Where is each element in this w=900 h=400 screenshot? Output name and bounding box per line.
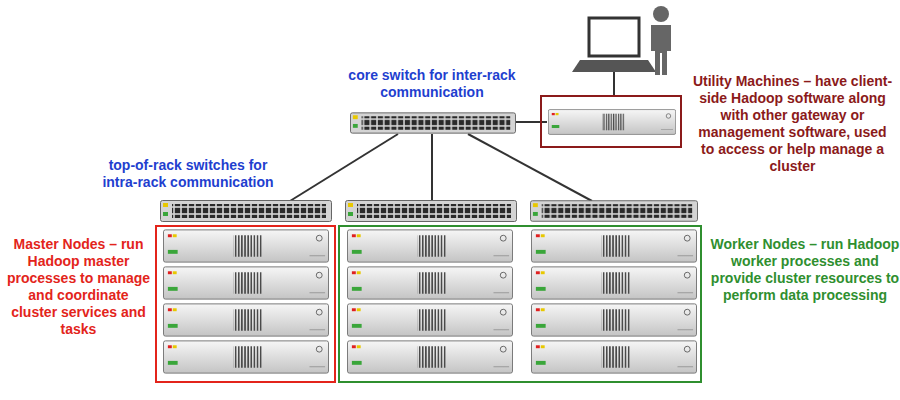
illustration-part [431,134,433,201]
rack-switch [161,201,332,222]
server-unit [347,230,512,262]
illustration-part [651,25,671,75]
server-unit [347,267,512,299]
node-heading: Master Nodes – run Hadoop master process… [5,236,152,338]
server-unit [531,304,696,336]
server-unit [163,341,328,373]
server-unit [347,341,512,373]
annotation-label: top-of-rack switches for intra-rack comm… [90,157,286,191]
rack-servers [163,230,696,373]
illustration-part [613,72,615,96]
node-heading: Utility Machines – have client-side Hado… [690,73,895,175]
illustration-part [589,18,639,56]
illustration-part [572,60,656,72]
user-figure [572,6,671,96]
node-group-box: Master Nodes – run Hadoop master process… [155,225,336,383]
node-group-box: Worker Nodes – run Hadoop worker process… [338,225,702,383]
rack-switch [346,201,517,222]
illustration-part [515,121,547,123]
network-cables [290,122,592,201]
server-unit [163,267,328,299]
server-unit [531,267,696,299]
illustration-part [653,6,669,22]
rack-switch [530,201,697,222]
core-switch [350,113,515,133]
node-group-box: Utility Machines – have client-side Hado… [540,95,682,148]
server-unit [163,230,328,262]
server-unit [531,341,696,373]
illustration-part [290,134,398,201]
illustration-part [468,134,592,201]
utility-server [548,110,675,135]
server-unit [531,230,696,262]
annotation-label: core switch for inter-rack communication [343,67,521,101]
server-unit [347,304,512,336]
node-heading: Worker Nodes – run Hadoop worker process… [708,236,900,304]
server-unit [163,304,328,336]
